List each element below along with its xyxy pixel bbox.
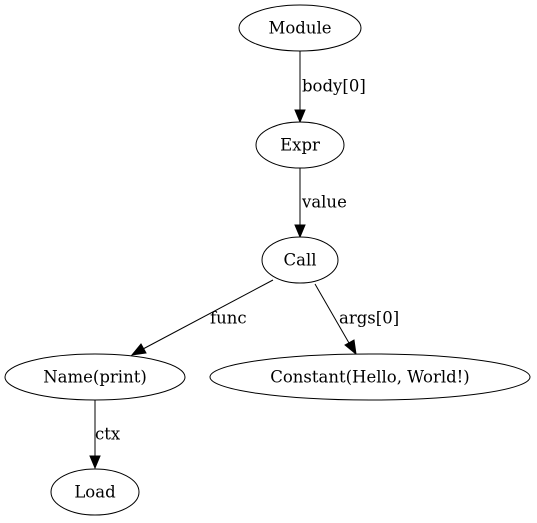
edge-label-value: value bbox=[301, 193, 347, 212]
edge-call-constant: args[0] bbox=[314, 283, 399, 356]
arrowhead-icon bbox=[344, 339, 357, 356]
arrowhead-icon bbox=[294, 109, 306, 124]
node-label: Constant(Hello, World!) bbox=[270, 368, 470, 387]
node-ellipse bbox=[255, 121, 345, 169]
edge-module-expr: body[0] bbox=[294, 51, 366, 124]
node-label: Call bbox=[283, 251, 316, 270]
edge-label-body: body[0] bbox=[302, 77, 366, 96]
node-ellipse bbox=[238, 4, 362, 52]
node-constant: Constant(Hello, World!) bbox=[209, 353, 531, 401]
node-call: Call bbox=[261, 236, 339, 284]
node-load: Load bbox=[50, 468, 140, 516]
edge-call-name: func bbox=[130, 279, 274, 356]
node-label: Load bbox=[74, 483, 116, 502]
arrowhead-icon bbox=[294, 224, 306, 239]
node-ellipse bbox=[209, 353, 531, 401]
edge-label-args: args[0] bbox=[339, 309, 399, 328]
edge-label-func: func bbox=[210, 309, 247, 328]
node-label: Module bbox=[268, 19, 331, 38]
node-label: Expr bbox=[280, 136, 320, 155]
edge-line bbox=[314, 283, 350, 344]
arrowhead-icon bbox=[89, 455, 101, 470]
edge-name-load: ctx bbox=[89, 400, 121, 470]
node-ellipse bbox=[261, 236, 339, 284]
node-ellipse bbox=[4, 353, 186, 401]
node-ellipse bbox=[50, 468, 140, 516]
edge-line bbox=[142, 279, 274, 350]
edge-label-ctx: ctx bbox=[95, 425, 121, 444]
edge-expr-call: value bbox=[294, 168, 347, 239]
node-name-print: Name(print) bbox=[4, 353, 186, 401]
arrowhead-icon bbox=[130, 343, 147, 356]
node-label: Name(print) bbox=[43, 368, 147, 387]
node-expr: Expr bbox=[255, 121, 345, 169]
node-module: Module bbox=[238, 4, 362, 52]
